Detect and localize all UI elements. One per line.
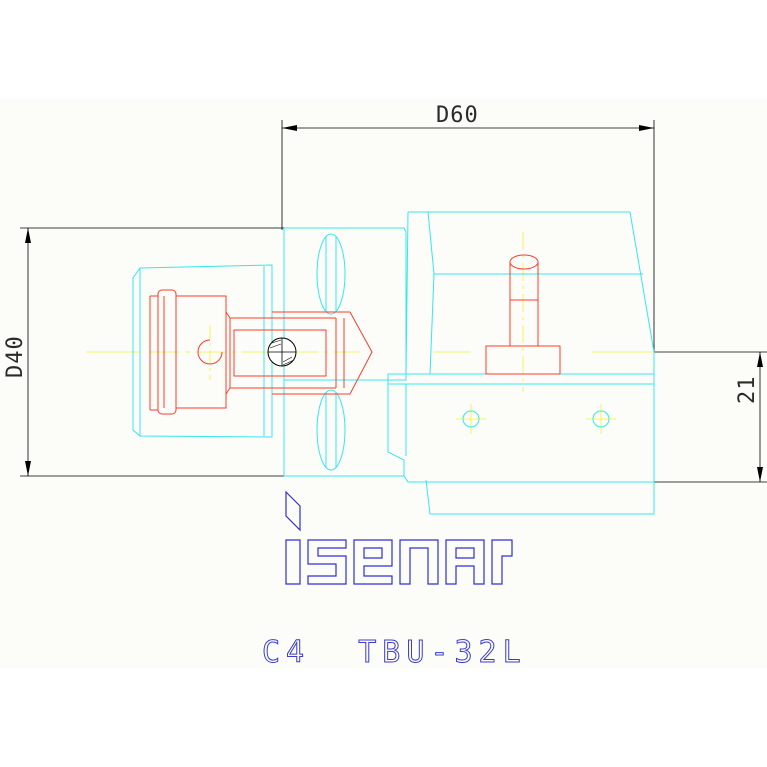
- dimension-d40: D40: [3, 227, 284, 477]
- brand-logo-text: iscar: [0, 0, 3, 1]
- model-label: C4 TBU-32L: [262, 635, 527, 670]
- dimension-21: 21: [654, 351, 767, 483]
- dimension-d40-label: D40: [3, 335, 28, 378]
- brand-logo: iscar: [0, 0, 513, 585]
- clamp-body-outline: [132, 264, 273, 438]
- dimension-d60-label: D60: [436, 103, 479, 128]
- centerlines: [86, 232, 652, 434]
- pivot-center-symbol: [267, 337, 297, 367]
- internal-parts: [149, 254, 561, 415]
- dimension-d60: D60: [281, 103, 655, 352]
- drawing-panel: [0, 98, 767, 668]
- dimension-21-label: 21: [735, 376, 760, 405]
